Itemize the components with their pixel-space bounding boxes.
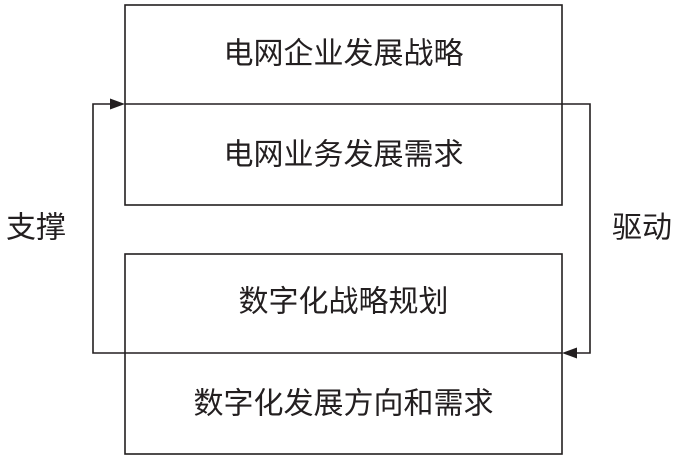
bottom-box-frame	[124, 253, 563, 455]
support-label: 支撑	[6, 211, 66, 246]
support-arrow	[92, 98, 125, 354]
top-box: 电网企业发展战略 电网业务发展需求	[124, 4, 563, 206]
digital-strategy-planning-label: 数字化战略规划	[239, 285, 449, 320]
digital-direction-demand-label: 数字化发展方向和需求	[194, 387, 494, 422]
drive-arrowhead	[562, 347, 577, 359]
bottom-box: 数字化战略规划 数字化发展方向和需求	[124, 253, 563, 455]
support-arrowhead	[110, 98, 125, 110]
drive-arrow	[562, 103, 591, 359]
top-box-frame	[124, 4, 563, 206]
drive-label: 驱动	[612, 211, 672, 246]
support-arrow-line	[92, 103, 125, 354]
grid-enterprise-strategy-label: 电网企业发展战略	[224, 37, 464, 72]
drive-arrow-line	[562, 103, 591, 354]
grid-business-demand-label: 电网业务发展需求	[224, 138, 464, 173]
